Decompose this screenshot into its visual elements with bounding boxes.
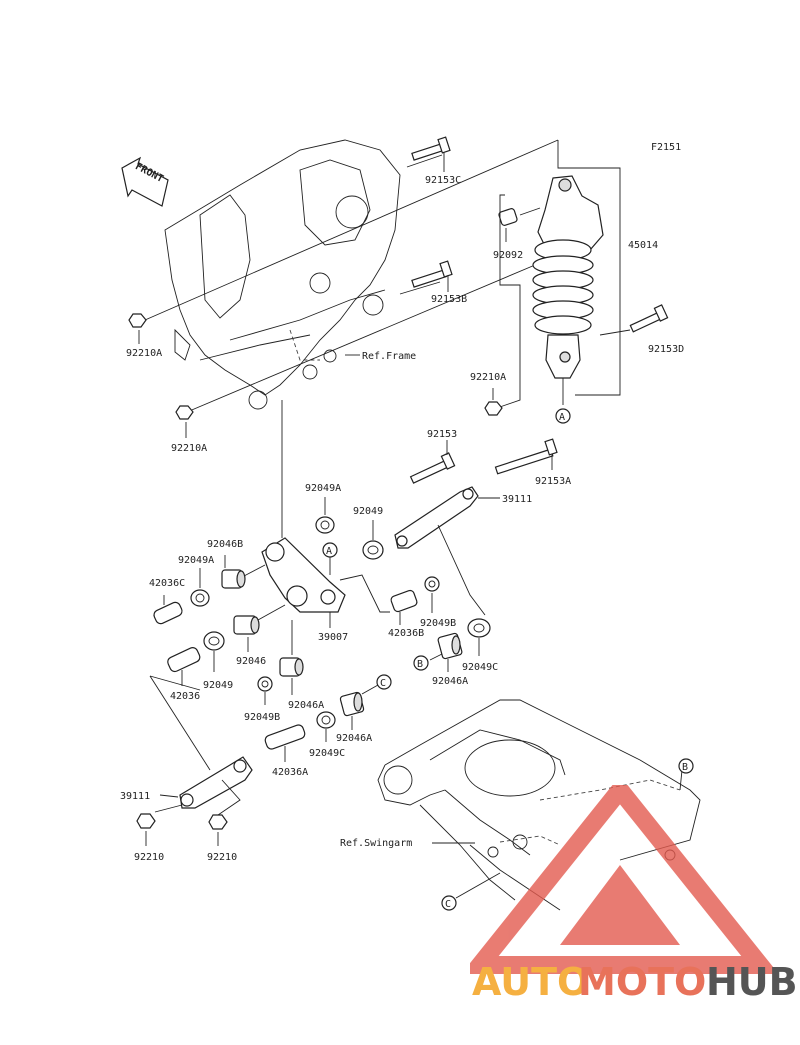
nut-92210-left: [136, 813, 156, 846]
nut-92210A-mid: [175, 405, 194, 438]
label-92153A: 92153A: [535, 476, 571, 487]
nut-92210A-right: [484, 388, 503, 416]
bolt-92153A: [494, 438, 558, 475]
washer-92049B-right: [424, 576, 440, 613]
bearing-92046A-mid: [279, 620, 304, 695]
label-92046A-mid: 92046A: [288, 700, 324, 711]
label-92049-lower: 92049: [203, 680, 233, 691]
label-92049C-right: 92049C: [462, 662, 498, 673]
label-92092: 92092: [493, 250, 523, 261]
washer-92049B-lower: [257, 676, 273, 705]
front-arrow-icon: FRONT: [121, 156, 169, 207]
label-92046A-b: 92046A: [432, 676, 468, 687]
label-92153D: 92153D: [648, 344, 684, 355]
rocker-arm-39007: [261, 400, 390, 628]
label-92049: 92049: [353, 506, 383, 517]
ref-circle-a-mid: A: [322, 542, 338, 558]
label-92049A-top: 92049A: [305, 483, 341, 494]
bolt-92153C: [411, 136, 451, 172]
label-92049B-lower: 92049B: [244, 712, 280, 723]
washer-92049-lower: [203, 631, 225, 672]
label-42036: 42036: [170, 691, 200, 702]
svg-text:A: A: [559, 412, 565, 423]
bearing-92046: [233, 604, 286, 652]
triangle-logo-icon: [470, 785, 779, 974]
tie-rod-39111-lower: [149, 675, 253, 816]
bolt-92153D: [599, 304, 669, 336]
frame-outline: [164, 139, 401, 410]
nut-92210A-left: [128, 313, 147, 344]
label-92046B: 92046B: [207, 539, 243, 550]
watermark-hub: HUB: [706, 960, 798, 1004]
label-92046: 92046: [236, 656, 266, 667]
bearing-92046A-b: [429, 632, 463, 672]
svg-text:B: B: [417, 659, 423, 670]
shock-absorber: [532, 140, 621, 405]
label-92210-right: 92210: [207, 852, 237, 863]
reference-lines: [144, 139, 559, 413]
label-92210A-left: 92210A: [126, 348, 162, 359]
diagram-code: F2151: [651, 142, 681, 153]
ref-frame-label: Ref.Frame: [362, 351, 416, 362]
label-92046A-c: 92046A: [336, 733, 372, 744]
label-92153C: 92153C: [425, 175, 461, 186]
label-92049C-lower: 92049C: [309, 748, 345, 759]
collar-42036B: [390, 589, 418, 625]
ref-swingarm-label: Ref.Swingarm: [340, 838, 412, 849]
label-42036C: 42036C: [149, 578, 185, 589]
tie-rod-39111-upper: [394, 486, 500, 616]
collar-42036: [167, 647, 201, 686]
ref-circle-b-right: B: [678, 758, 694, 774]
bolt-92153: [409, 440, 456, 484]
label-39111-lower: 39111: [120, 791, 150, 802]
washer-92049C-right: [467, 618, 491, 656]
svg-text:A: A: [326, 546, 332, 557]
ref-circle-a-top: A: [555, 408, 571, 424]
collar-42036C: [153, 595, 183, 625]
ref-circle-c-bottom: C: [441, 872, 501, 911]
label-92049A-left: 92049A: [178, 555, 214, 566]
bearing-92046A-c: [339, 684, 379, 730]
ref-circle-b-left: B: [413, 655, 429, 671]
label-39111-upper: 39111: [502, 494, 532, 505]
bearing-92046B: [221, 555, 266, 589]
label-92210A-right: 92210A: [470, 372, 506, 383]
label-92049B-right: 92049B: [420, 618, 456, 629]
washer-92049C-lower: [316, 711, 336, 742]
label-45014: 45014: [628, 240, 658, 251]
svg-text:C: C: [380, 678, 386, 689]
svg-text:B: B: [682, 762, 688, 773]
label-92210A-mid: 92210A: [171, 443, 207, 454]
label-42036B: 42036B: [388, 628, 424, 639]
automotohub-watermark: AUTO MOTO HUB: [470, 785, 798, 1004]
swingarm-outline: [377, 699, 701, 911]
collar-42036A: [264, 724, 306, 762]
label-92153B: 92153B: [431, 294, 467, 305]
washer-92049A-left: [190, 568, 210, 607]
ref-circle-c-top: C: [376, 674, 392, 690]
watermark-moto: MOTO: [578, 960, 706, 1004]
washer-92049: [362, 520, 384, 560]
nut-92210-right: [208, 814, 228, 846]
label-92153: 92153: [427, 429, 457, 440]
label-42036A: 42036A: [272, 767, 308, 778]
watermark-auto: AUTO: [472, 960, 589, 1004]
washer-92049A-top: [315, 497, 335, 534]
label-92210-left: 92210: [134, 852, 164, 863]
svg-text:C: C: [445, 899, 451, 910]
bracket-line: [496, 194, 521, 409]
bolt-92153B: [411, 260, 453, 292]
label-39007: 39007: [318, 632, 348, 643]
bushing-92092: [498, 207, 541, 242]
